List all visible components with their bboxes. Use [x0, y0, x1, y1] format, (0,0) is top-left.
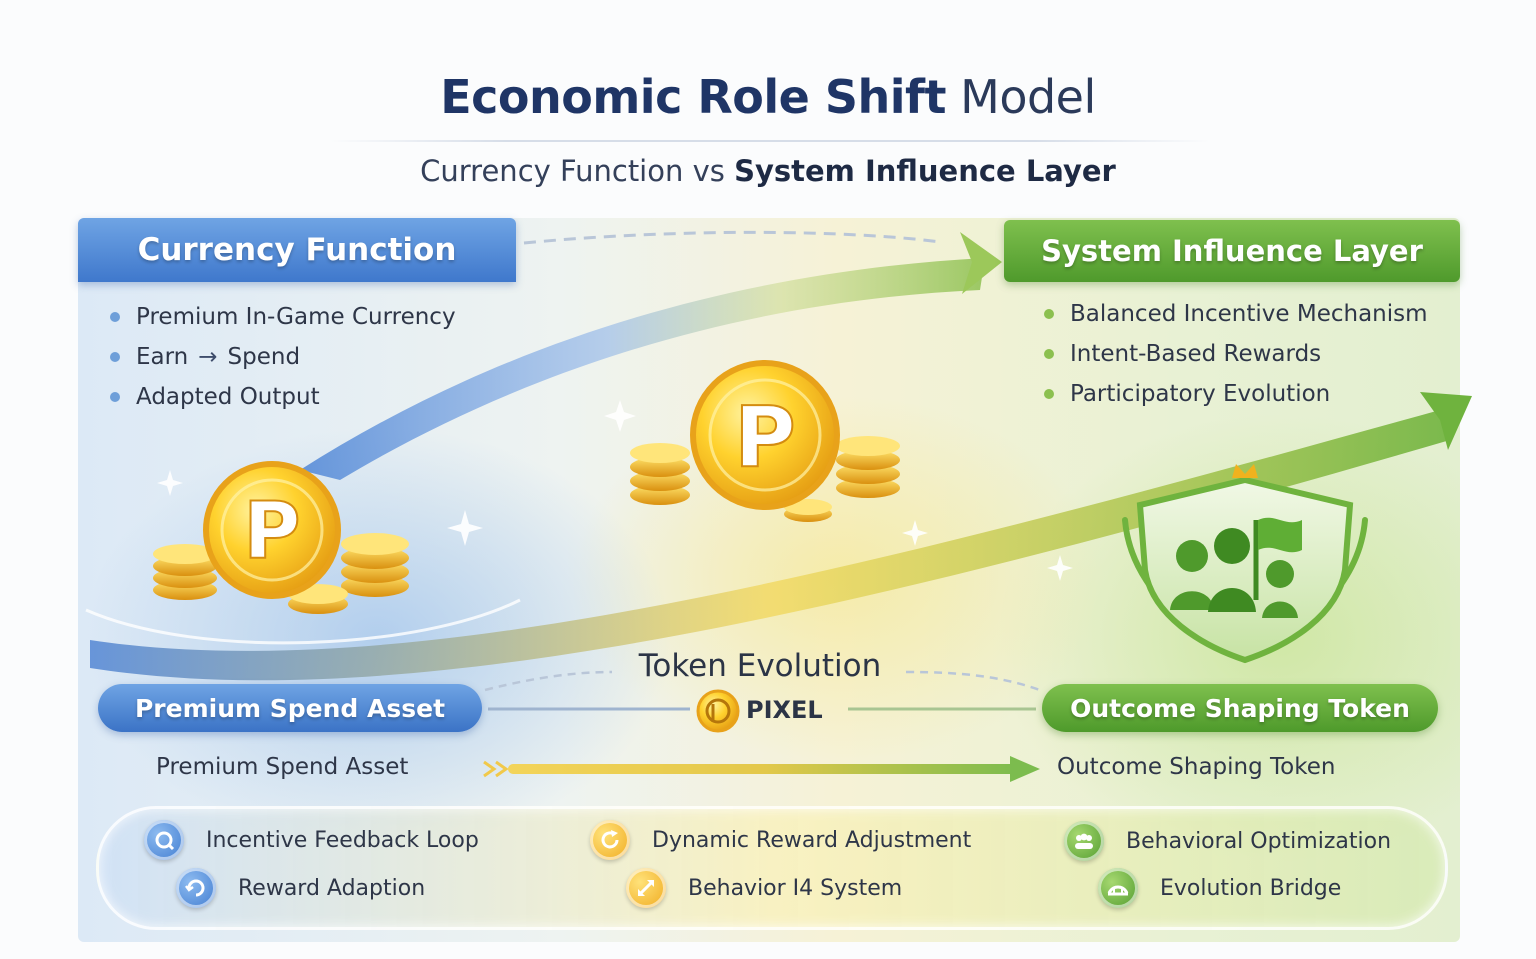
evo-dashed-right [905, 670, 1041, 692]
subtitle: Currency Function vs System Influence La… [0, 154, 1536, 188]
reward-adaption-icon [176, 868, 216, 908]
arrow-right-icon: → [198, 344, 218, 370]
bullet-item: Premium In-Game Currency [110, 297, 456, 337]
feature-evolution-bridge: Evolution Bridge [1098, 868, 1341, 908]
feedback-loop-icon [144, 820, 184, 860]
bullet-dot [110, 352, 120, 362]
features-band [96, 806, 1448, 930]
pixel-token-icon [696, 689, 740, 733]
bullet-dot [110, 312, 120, 322]
coin-platform-ring [85, 598, 521, 645]
flow-chevrons [483, 760, 509, 778]
system-influence-header: System Influence Layer [1004, 220, 1460, 282]
upper-sweep-band [300, 258, 985, 480]
left-coin-letter: P [243, 487, 300, 577]
title-light: Model [960, 70, 1096, 124]
bullet-dot [1044, 389, 1054, 399]
bullet-item: Intent-Based Rewards [1044, 334, 1428, 374]
bullet-dot [110, 392, 120, 402]
token-evolution-title: Token Evolution [638, 648, 882, 684]
flow-to-label: Outcome Shaping Token [1057, 754, 1336, 780]
bullet-item: Adapted Output [110, 377, 456, 417]
center-coin-stack [630, 360, 900, 522]
center-coin-letter: P [734, 388, 796, 486]
feature-reward-adaption: Reward Adaption [176, 868, 425, 908]
title-bold: Economic Role Shift [440, 70, 947, 124]
lower-sweep-band [90, 410, 1450, 681]
evo-dashed-left [484, 670, 613, 692]
bullet-item-earn-spend: Earn→Spend [110, 337, 456, 377]
bullet-dot [1044, 349, 1054, 359]
page-title: Economic Role Shift Model [0, 70, 1536, 124]
bridge-icon [1098, 868, 1138, 908]
bullet-dot [1044, 309, 1054, 319]
dashed-top-connector [523, 230, 941, 245]
sparkle-decorations [157, 400, 1073, 581]
outcome-shaping-token-pill: Outcome Shaping Token [1042, 684, 1438, 732]
feature-dynamic-reward-adjustment: Dynamic Reward Adjustment [590, 820, 971, 860]
flow-arrow-shaft [508, 764, 1018, 774]
upper-arrow-head [960, 232, 1002, 294]
flow-arrow-head [1010, 756, 1040, 782]
title-divider [330, 140, 1210, 142]
feature-behavioral-optimization: Behavioral Optimization [1064, 821, 1391, 861]
flow-from-label: Premium Spend Asset [156, 754, 409, 780]
currency-function-header: Currency Function [78, 218, 516, 282]
left-coin-stack [153, 461, 409, 614]
shield-group-icon [1122, 464, 1368, 664]
group-icon [1064, 821, 1104, 861]
feature-behavior-system: Behavior I4 System [626, 868, 902, 908]
refresh-icon [590, 820, 630, 860]
feature-incentive-feedback-loop: Incentive Feedback Loop [144, 820, 479, 860]
system-influence-bullets: Balanced Incentive Mechanism Intent-Base… [1044, 294, 1428, 414]
bullet-item: Balanced Incentive Mechanism [1044, 294, 1428, 334]
lower-arrow-head [1420, 392, 1472, 450]
currency-function-bullets: Premium In-Game Currency Earn→Spend Adap… [110, 297, 456, 417]
premium-spend-asset-pill: Premium Spend Asset [98, 684, 482, 732]
subtitle-bold: System Influence Layer [734, 154, 1116, 188]
subtitle-normal: Currency Function vs [420, 154, 725, 188]
bullet-item: Participatory Evolution [1044, 374, 1428, 414]
pixel-token-label: PIXEL [746, 696, 823, 724]
swap-arrows-icon [626, 868, 666, 908]
